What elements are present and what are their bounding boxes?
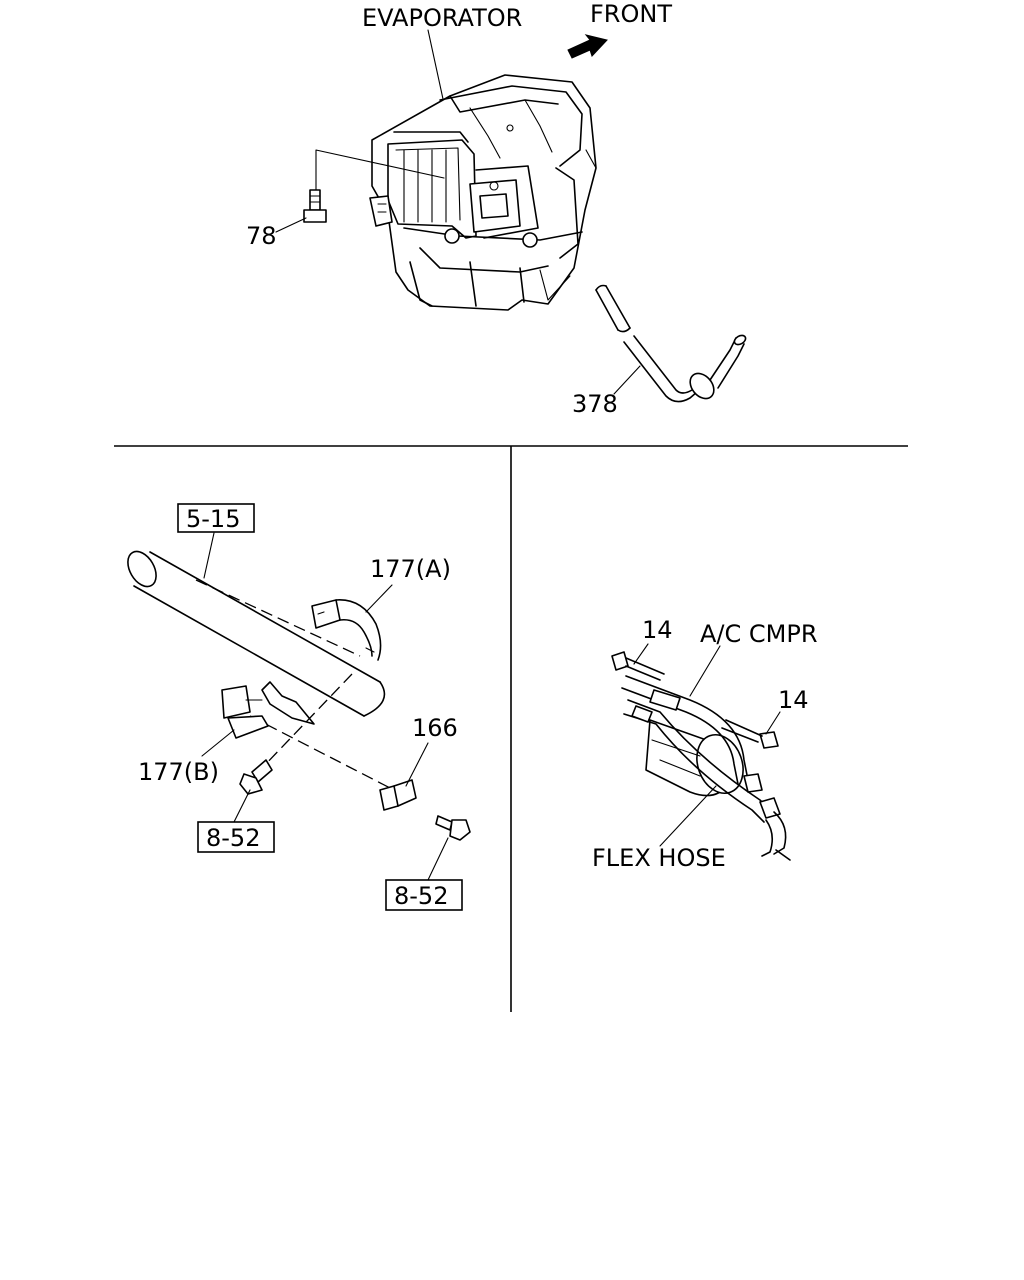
ref-5-15-box	[177, 503, 255, 533]
dashed-line-clip	[249, 715, 395, 791]
evaporator-leader	[427, 29, 444, 100]
ref-8-52-left-leader	[233, 789, 251, 823]
part-177a-label: 177(A)	[370, 555, 451, 583]
flex-hose-leader	[659, 785, 717, 847]
part-14-top-leader	[633, 643, 649, 665]
part-177b-label: 177(B)	[138, 758, 219, 786]
part-177b-leader	[201, 729, 235, 757]
bolt-right	[435, 815, 471, 841]
bolt-78	[303, 149, 445, 223]
part-177a-leader	[365, 584, 393, 613]
bolt-left	[239, 759, 273, 795]
ref-8-52-left-label: 8-52	[206, 824, 260, 852]
clip-166	[379, 779, 417, 811]
bolt-14-right	[721, 719, 779, 749]
part-14-right-label: 14	[778, 686, 809, 714]
flex-hose-label: FLEX HOSE	[592, 844, 726, 872]
part-14-top-label: 14	[642, 616, 673, 644]
ref-8-52-left-box	[197, 821, 275, 853]
pipe	[127, 550, 386, 717]
front-label: FRONT	[590, 0, 672, 28]
ref-5-15-label: 5-15	[186, 505, 240, 533]
part-78-label: 78	[246, 222, 277, 250]
ref-8-52-right-label: 8-52	[394, 882, 448, 910]
part-166-label: 166	[412, 714, 458, 742]
evaporator-unit	[369, 74, 597, 311]
part-14-right-leader	[765, 711, 781, 735]
right-panel: 14 14 A/C CMPR FLEX HOSE	[592, 616, 818, 872]
flex-hose	[621, 675, 791, 861]
clamp-177b	[221, 681, 315, 739]
clamp-177a	[311, 599, 382, 661]
ref-8-52-right-leader	[427, 837, 449, 881]
part-78-leader	[275, 217, 307, 233]
part-378-label: 378	[572, 390, 618, 418]
bolt-14-top	[611, 651, 665, 681]
left-panel: 5-15 177(A) 177(B)	[127, 503, 471, 911]
ref-5-15-leader	[203, 532, 215, 579]
dashed-line-bolt	[261, 673, 353, 769]
evaporator-label: EVAPORATOR	[362, 4, 522, 32]
ref-8-52-right-box	[385, 879, 463, 911]
dashed-line-pipe	[195, 579, 361, 657]
drain-hose-378	[595, 284, 747, 403]
part-166-leader	[405, 742, 429, 787]
part-378-leader	[613, 365, 641, 395]
ac-cmpr-label: A/C CMPR	[700, 620, 818, 648]
ac-cmpr-leader	[689, 645, 721, 697]
top-panel: EVAPORATOR FRONT	[246, 0, 747, 418]
front-arrow-icon	[567, 34, 608, 59]
